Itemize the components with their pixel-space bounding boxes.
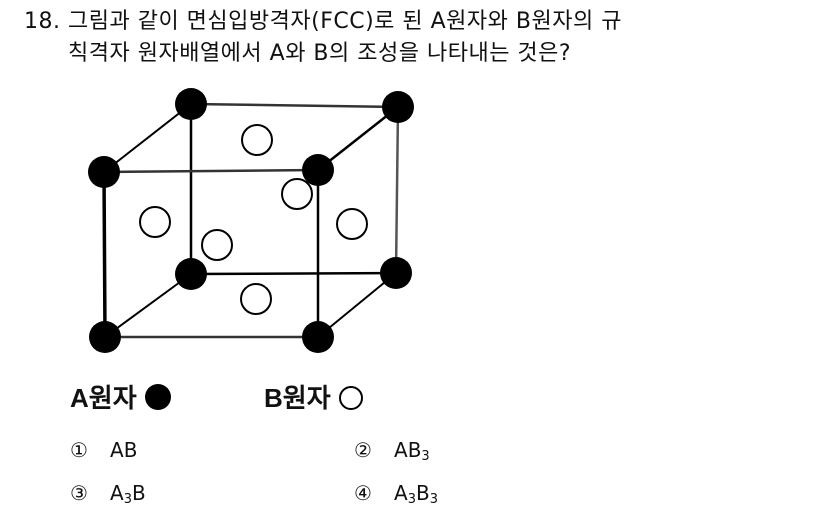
choice-2-formula: AB3 (394, 438, 430, 464)
choice-3-formula: A3B (110, 481, 146, 507)
b-atom-back-face (201, 229, 233, 261)
filled-circle-icon (144, 384, 171, 410)
b-atom-bottom-face (240, 283, 272, 315)
b-atom-right-face (336, 208, 368, 240)
open-circle-icon (338, 386, 363, 410)
a-atom-corner (175, 88, 207, 120)
question-line-1: 18.그림과 같이 면심입방격자(FCC)로 된 A원자와 B원자의 규 (24, 6, 622, 38)
a-atom-corner (382, 91, 414, 123)
question-line-2: 칙격자 원자배열에서 A와 B의 조성을 나타내는 것은? (68, 41, 572, 66)
question-text: 18.그림과 같이 면심입방격자(FCC)로 된 A원자와 B원자의 규 칙격자… (24, 6, 622, 70)
choice-1-formula: AB (110, 438, 138, 462)
a-atom-corner (302, 154, 334, 186)
question-number: 18. (24, 9, 61, 34)
a-atom-corner (175, 258, 207, 290)
choice-4-formula: A3B3 (394, 481, 438, 507)
a-atom-corner (88, 156, 120, 188)
legend-a-atom: A원자 (70, 378, 171, 415)
a-atom-corner (380, 257, 412, 289)
legend-b-atom: B원자 (264, 378, 363, 415)
b-atom-left-face (139, 206, 171, 238)
a-atom-corner (89, 321, 121, 353)
b-atom-front-face (281, 178, 313, 210)
b-atom-top-face (241, 124, 273, 156)
a-atom-corner (302, 321, 334, 353)
